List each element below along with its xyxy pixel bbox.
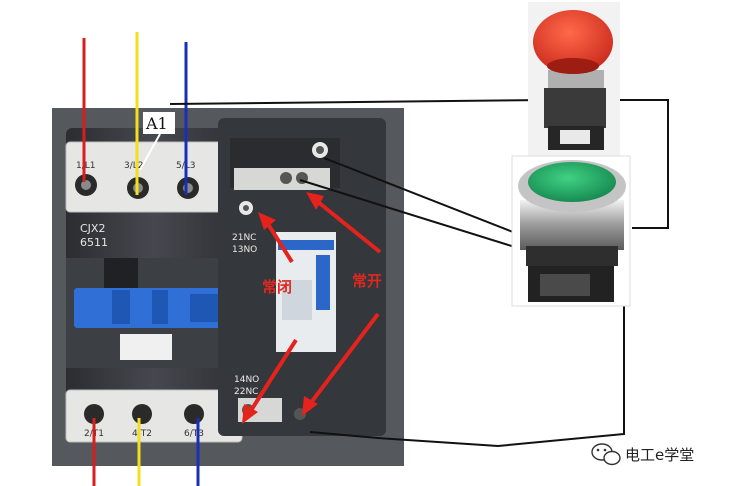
control-wire-return [309,262,625,448]
start-button [511,155,631,307]
control-wire-start-nc [299,179,519,249]
aux-nc-bottom-label: 13NO [232,245,257,255]
control-wire-stop-right [600,99,669,229]
nameplate [120,334,172,360]
contactor: 1/L1 3/L2 5/L3 CJX2 6511 2/T1 4/T2 6/T3 [65,128,243,443]
model-line2: 6511 [80,236,108,249]
stop-button [528,2,620,160]
term-t3-label: 6/T3 [184,429,204,439]
terminal-t1 [84,404,104,424]
model-line1: CJX2 [80,222,105,235]
normally-closed-label: 常闭 [262,278,292,296]
terminal-t2 [132,404,152,424]
aux-no-bottom-label: 22NC [234,387,258,397]
term-l2-label: 3/L2 [124,161,144,171]
a1-pointer [139,133,161,171]
watermark-text: 电工e学堂 [625,446,694,464]
a1-label: A1 [145,114,168,133]
terminal-t3 [184,404,204,424]
aux-nc-top-label: 21NC [232,233,256,243]
watermark: 电工e学堂 [591,443,694,466]
nc-arrow-group [258,192,382,264]
term-t2-label: 4/T2 [132,429,152,439]
normally-open-label: 常开 [352,272,382,290]
control-wire-to-start [323,157,519,235]
control-wire-stop-to-a1 [169,99,549,105]
aux-no-top-label: 14NO [234,375,259,385]
a1-label-box [143,112,175,134]
wechat-icon [591,443,621,466]
no-arrow-group [242,312,380,424]
term-l1-label: 1/L1 [76,161,96,171]
